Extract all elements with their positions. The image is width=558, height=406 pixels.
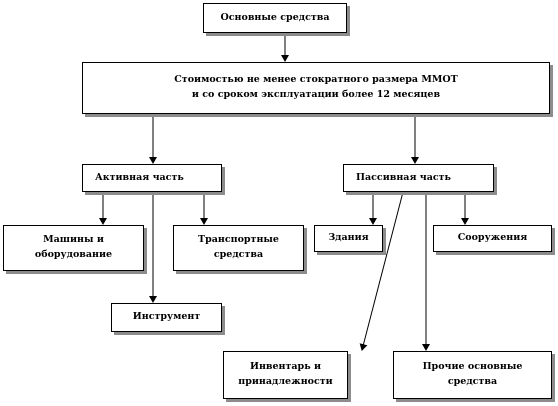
structures-label: Сооружения <box>457 232 528 244</box>
root-label: Основные средства <box>220 11 330 23</box>
active-part-label: Активная часть <box>95 171 184 183</box>
criteria-node: Стоимостью не менее стократного размера … <box>82 62 550 114</box>
inventory-label: Инвентарь и принадлежности <box>238 361 333 387</box>
transport-label: Транспортные средства <box>198 234 279 260</box>
passive-part-label: Пассивная часть <box>356 171 452 183</box>
buildings-node: Здания <box>314 225 383 252</box>
tools-label: Инструмент <box>132 311 201 323</box>
inventory-node: Инвентарь и принадлежности <box>223 351 348 399</box>
machines-node: Машины и оборудование <box>3 225 144 271</box>
arrow-passive-to-inventory <box>359 191 404 351</box>
root-node: Основные средства <box>203 3 347 33</box>
passive-part-node: Пассивная часть <box>343 164 494 192</box>
other-assets-node: Прочие основные средства <box>393 351 552 399</box>
other-assets-label: Прочие основные средства <box>422 361 523 387</box>
tools-node: Инструмент <box>111 303 222 332</box>
transport-node: Транспортные средства <box>173 225 304 271</box>
active-part-node: Активная часть <box>82 164 222 192</box>
structures-node: Сооружения <box>433 225 552 252</box>
criteria-label: Стоимостью не менее стократного размера … <box>174 74 458 100</box>
machines-label: Машины и оборудование <box>34 234 113 260</box>
buildings-label: Здания <box>328 232 369 244</box>
